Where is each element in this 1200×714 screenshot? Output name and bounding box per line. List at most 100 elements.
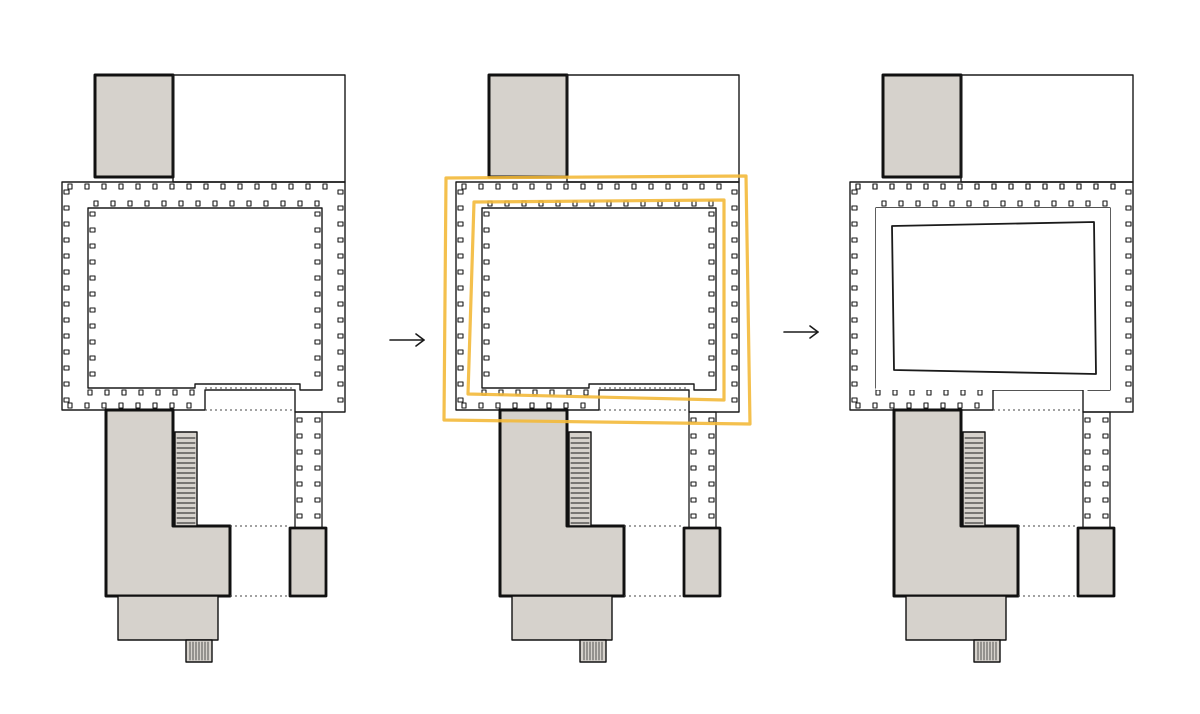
column-mark [690, 449, 697, 455]
column-mark [1093, 183, 1099, 190]
column-mark [322, 183, 328, 190]
column-mark [881, 200, 887, 207]
column-mark [855, 183, 861, 190]
right-grey-block [1076, 526, 1116, 598]
staircase [568, 431, 592, 527]
column-mark [580, 183, 586, 190]
column-mark [708, 307, 715, 313]
column-mark [296, 449, 303, 455]
column-mark [708, 371, 715, 377]
column-mark [731, 221, 738, 227]
column-mark [138, 389, 144, 396]
column-mark [1125, 365, 1132, 371]
column-mark [63, 237, 70, 243]
column-mark [1084, 449, 1091, 455]
plan-resulting-plan [849, 73, 1134, 663]
column-mark [1102, 481, 1109, 487]
column-mark [1034, 200, 1040, 207]
column-mark [966, 200, 972, 207]
column-mark [63, 285, 70, 291]
column-mark [708, 417, 715, 423]
column-mark [121, 389, 127, 396]
column-mark [898, 200, 904, 207]
column-mark [89, 275, 96, 281]
column-mark [1084, 513, 1091, 519]
lower-grey-mass [104, 408, 232, 598]
column-mark [665, 183, 671, 190]
column-mark [580, 402, 586, 409]
column-mark [483, 307, 490, 313]
column-mark [983, 200, 989, 207]
column-mark [1059, 183, 1065, 190]
column-mark [337, 253, 344, 259]
column-mark [851, 189, 858, 195]
column-mark [63, 301, 70, 307]
new-inner-room [891, 221, 1097, 375]
column-mark [144, 200, 150, 207]
column-mark [851, 285, 858, 291]
column-mark [457, 285, 464, 291]
bottom-annex [117, 595, 219, 641]
column-mark [1076, 183, 1082, 190]
column-mark [1125, 381, 1132, 387]
plan-highlighted-plan [442, 73, 752, 663]
column-mark [89, 355, 96, 361]
column-mark [731, 301, 738, 307]
column-mark [288, 183, 294, 190]
column-mark [708, 275, 715, 281]
right-grey-block [288, 526, 328, 598]
column-mark [977, 389, 983, 396]
column-mark [1008, 183, 1014, 190]
column-mark [1051, 200, 1057, 207]
column-mark [457, 205, 464, 211]
courtyard-wall [87, 207, 323, 391]
column-mark [314, 227, 321, 233]
column-mark [529, 183, 535, 190]
top-grey-block [881, 73, 963, 179]
column-mark [63, 253, 70, 259]
column-mark [731, 189, 738, 195]
column-mark [135, 183, 141, 190]
column-mark [1042, 183, 1048, 190]
column-mark [457, 365, 464, 371]
column-mark [1102, 433, 1109, 439]
column-mark [1059, 183, 1065, 190]
column-mark [314, 259, 321, 265]
column-mark [851, 365, 858, 371]
column-mark [305, 183, 311, 190]
column-mark [337, 317, 344, 323]
column-mark [63, 221, 70, 227]
column-mark [63, 365, 70, 371]
column-mark [1125, 237, 1132, 243]
column-mark [1125, 221, 1132, 227]
column-mark [731, 349, 738, 355]
column-mark [991, 183, 997, 190]
column-mark [483, 371, 490, 377]
right-grey-block [682, 526, 722, 598]
column-mark [296, 433, 303, 439]
column-mark [855, 402, 861, 409]
column-mark [178, 200, 184, 207]
column-mark [314, 465, 321, 471]
column-mark [314, 449, 321, 455]
column-mark [89, 211, 96, 217]
courtyard-wall [481, 207, 717, 391]
column-mark [1084, 481, 1091, 487]
column-mark [731, 285, 738, 291]
column-mark [314, 323, 321, 329]
column-mark [974, 402, 980, 409]
column-mark [974, 183, 980, 190]
column-mark [889, 183, 895, 190]
column-mark [84, 402, 90, 409]
column-mark [690, 481, 697, 487]
column-mark [186, 183, 192, 190]
column-mark [1125, 189, 1132, 195]
bottom-annex [905, 595, 1007, 641]
plan-existing-plan [61, 73, 346, 663]
column-mark [1000, 200, 1006, 207]
column-mark [337, 221, 344, 227]
column-mark [690, 417, 697, 423]
column-mark [314, 513, 321, 519]
column-mark [483, 243, 490, 249]
column-mark [314, 417, 321, 423]
